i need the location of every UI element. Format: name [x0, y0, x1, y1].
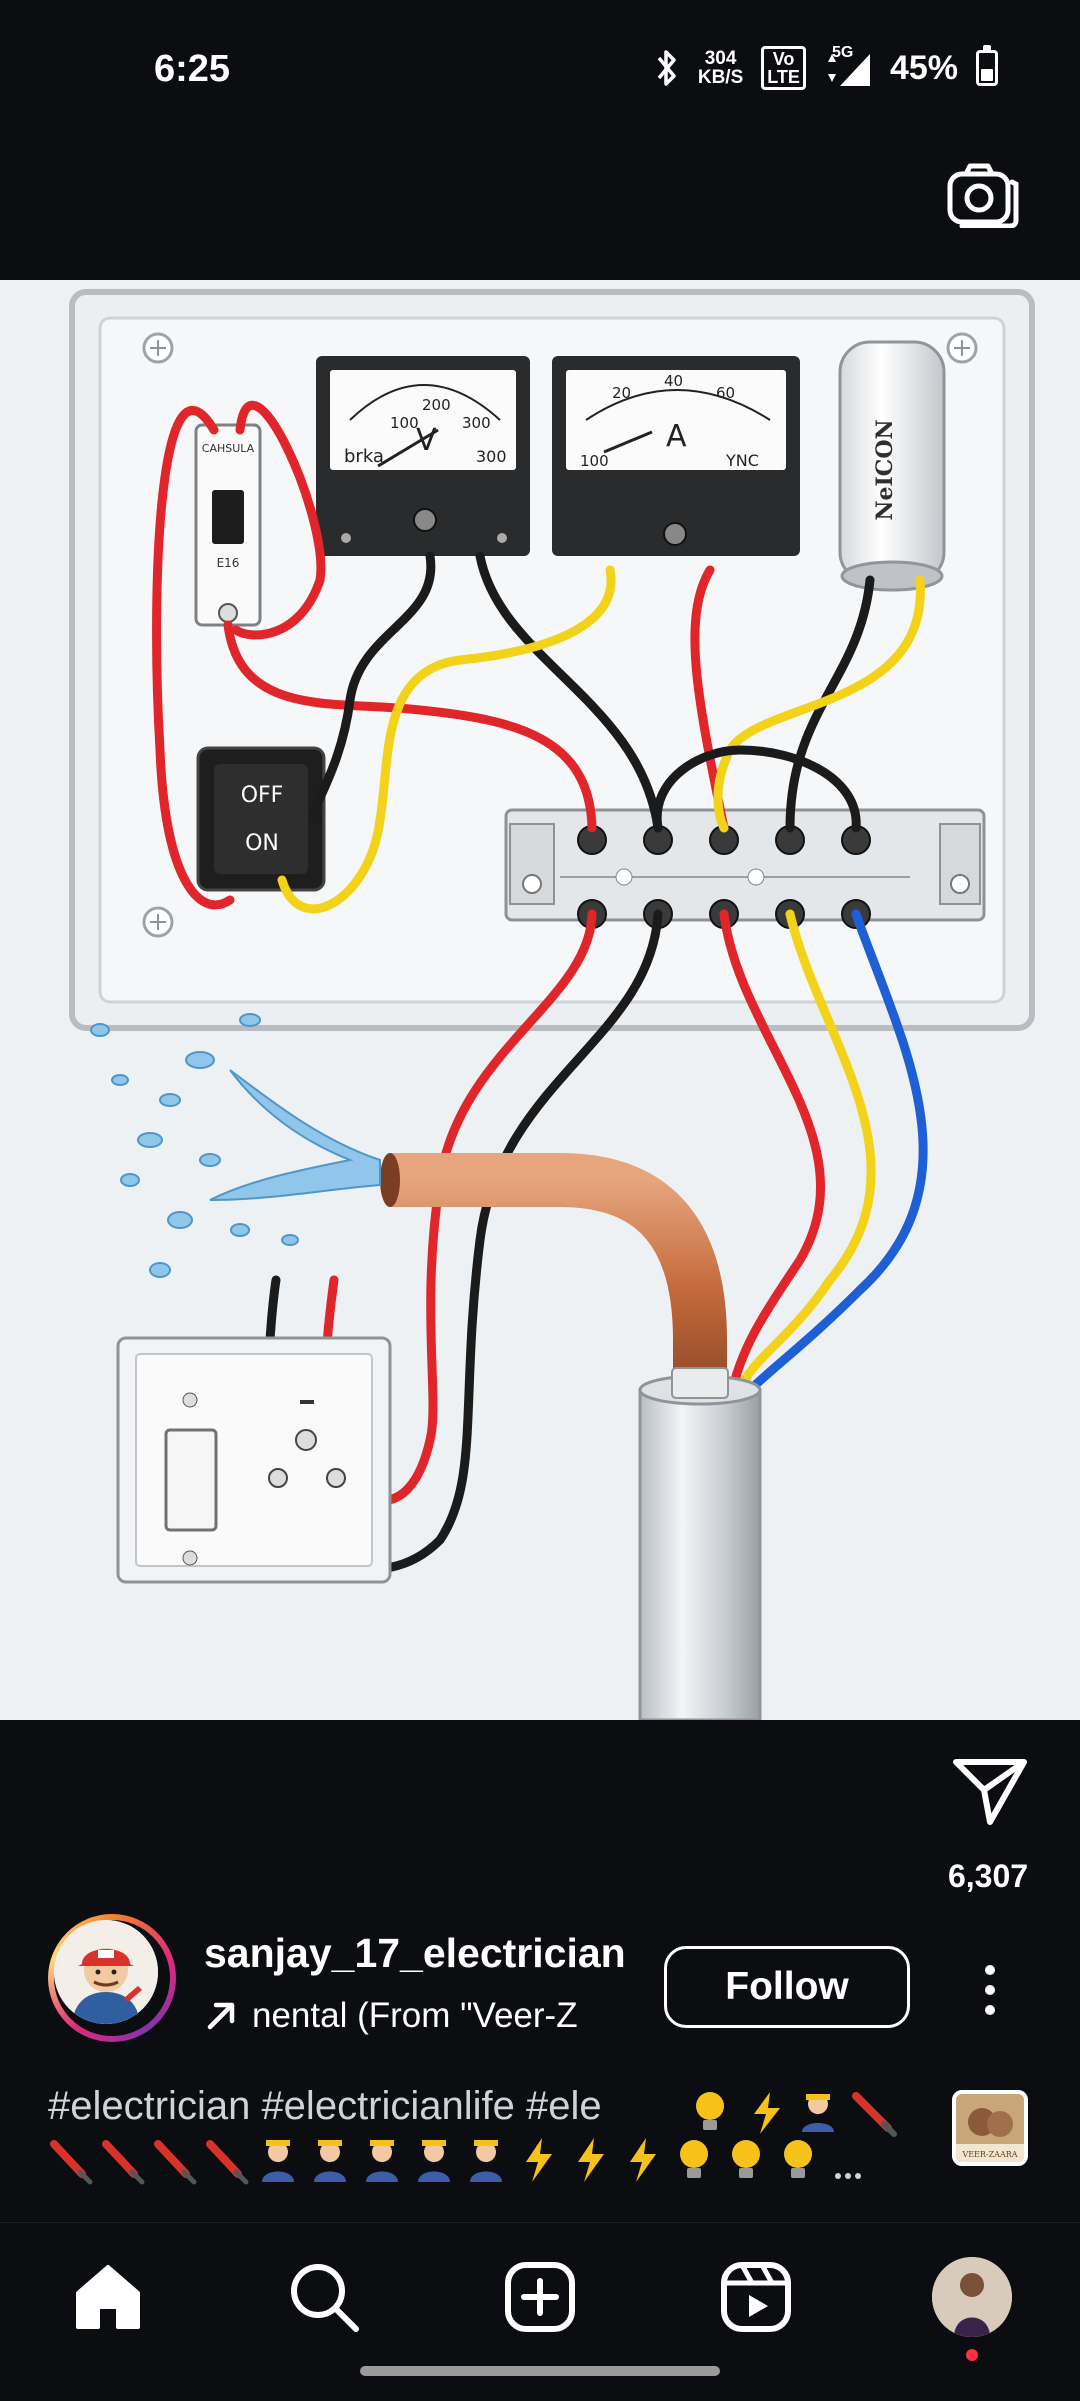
author-username[interactable]: sanjay_17_electrician [204, 1930, 626, 1976]
svg-text:100: 100 [390, 414, 419, 432]
submersible-pump [638, 1367, 762, 1720]
more-options-icon[interactable] [974, 1960, 1006, 2020]
svg-text:300: 300 [462, 414, 491, 432]
svg-text:ON: ON [245, 831, 279, 856]
ammeter: 20 40 60 A 100 YNC [552, 356, 800, 556]
svg-text:E16: E16 [217, 556, 240, 570]
terminal-block [504, 808, 986, 929]
svg-text:200: 200 [422, 396, 451, 414]
rocker-switch: OFF ON [196, 746, 326, 892]
svg-text:20: 20 [612, 384, 631, 402]
comment-count: 14 [970, 1506, 1006, 1542]
worker-emoji [262, 2140, 294, 2182]
worker-emoji [366, 2140, 398, 2182]
svg-text:V: V [416, 423, 437, 458]
caption-text: #electrician #electricianlife #ele [48, 2084, 602, 2128]
circuit-breaker: CAHSULA E16 [194, 423, 262, 627]
worker-emoji [470, 2140, 502, 2182]
bulb-emoji [732, 2140, 760, 2178]
repost-icon[interactable] [952, 1596, 1028, 1676]
worker-emoji [418, 2140, 450, 2182]
screwdriver-emoji [206, 2140, 249, 2185]
battery-percent: 45% [889, 48, 958, 87]
signal-icon: 5G [824, 44, 872, 88]
profile-avatar-icon[interactable] [932, 2257, 1012, 2337]
screwdriver-emoji [154, 2140, 197, 2185]
svg-text:NeICON: NeICON [872, 419, 898, 520]
audio-title: nental (From "Veer-Z [252, 1996, 578, 2035]
follow-button[interactable]: Follow [664, 1946, 910, 2028]
screwdriver-emoji [50, 2140, 93, 2185]
author-avatar[interactable] [48, 1914, 176, 2042]
water-splash [90, 1013, 381, 1278]
svg-text:OFF: OFF [241, 783, 284, 808]
screwdriver-emoji [102, 2140, 145, 2185]
svg-text:60: 60 [716, 384, 735, 402]
home-icon[interactable] [68, 2257, 148, 2337]
reel-media[interactable]: CAHSULA E16 100 200 300 brka V 300 20 [0, 280, 1080, 1720]
worker-emoji [314, 2140, 346, 2182]
battery-icon [976, 45, 998, 86]
lightning-emoji [578, 2138, 604, 2182]
status-time: 6:25 [154, 48, 231, 90]
capacitor: NeICON [838, 340, 946, 592]
network-speed: 304 KB/S [697, 48, 744, 88]
copper-pipe [390, 1153, 727, 1400]
wall-switchboard [116, 1336, 392, 1584]
caption-emojis-row1 [696, 2092, 897, 2137]
lightning-emoji [630, 2138, 656, 2182]
ellipsis-icon [835, 2173, 861, 2179]
search-icon[interactable] [284, 2257, 364, 2337]
comment-icon[interactable] [950, 1398, 1030, 1478]
notification-dot [966, 2349, 978, 2361]
wiring-diagram-illustration: CAHSULA E16 100 200 300 brka V 300 20 [0, 280, 1080, 1720]
svg-text:YNC: YNC [725, 451, 759, 470]
svg-text:A: A [666, 419, 687, 454]
svg-text:CAHSULA: CAHSULA [202, 442, 255, 455]
voltmeter: 100 200 300 brka V 300 [316, 356, 530, 556]
svg-text:300: 300 [476, 447, 507, 466]
share-count: 6,307 [947, 1858, 1029, 1894]
bulb-emoji [784, 2140, 812, 2178]
camera-icon[interactable] [946, 162, 1020, 228]
arrow-up-right-icon [207, 2002, 235, 2030]
heart-icon[interactable] [948, 1196, 1032, 1272]
send-icon[interactable] [950, 1752, 1030, 1828]
electrician-avatar-icon [54, 1920, 158, 2024]
svg-text:40: 40 [664, 372, 683, 390]
svg-text:100: 100 [580, 452, 609, 470]
caption-emojis-row2 [50, 2138, 861, 2185]
svg-text:brka: brka [344, 446, 384, 467]
like-count: 7,548 [947, 1300, 1029, 1336]
reels-icon[interactable] [716, 2257, 796, 2337]
bulb-emoji [680, 2140, 708, 2178]
music-cover-thumbnail[interactable]: VEER-ZAARA [952, 2090, 1028, 2166]
audio-track[interactable]: nental (From "Veer-Z [204, 1996, 578, 2036]
status-icons: 304 KB/S Vo LTE 5G 45% [654, 44, 998, 90]
bluetooth-icon [657, 50, 676, 86]
volte-icon: Vo LTE [761, 46, 806, 90]
lightning-emoji [526, 2138, 552, 2182]
create-icon[interactable] [500, 2257, 580, 2337]
svg-text:VEER-ZAARA: VEER-ZAARA [961, 2150, 1017, 2159]
post-caption[interactable]: #electrician #electricianlife #ele [48, 2078, 908, 2134]
gesture-home-bar[interactable] [360, 2366, 720, 2376]
